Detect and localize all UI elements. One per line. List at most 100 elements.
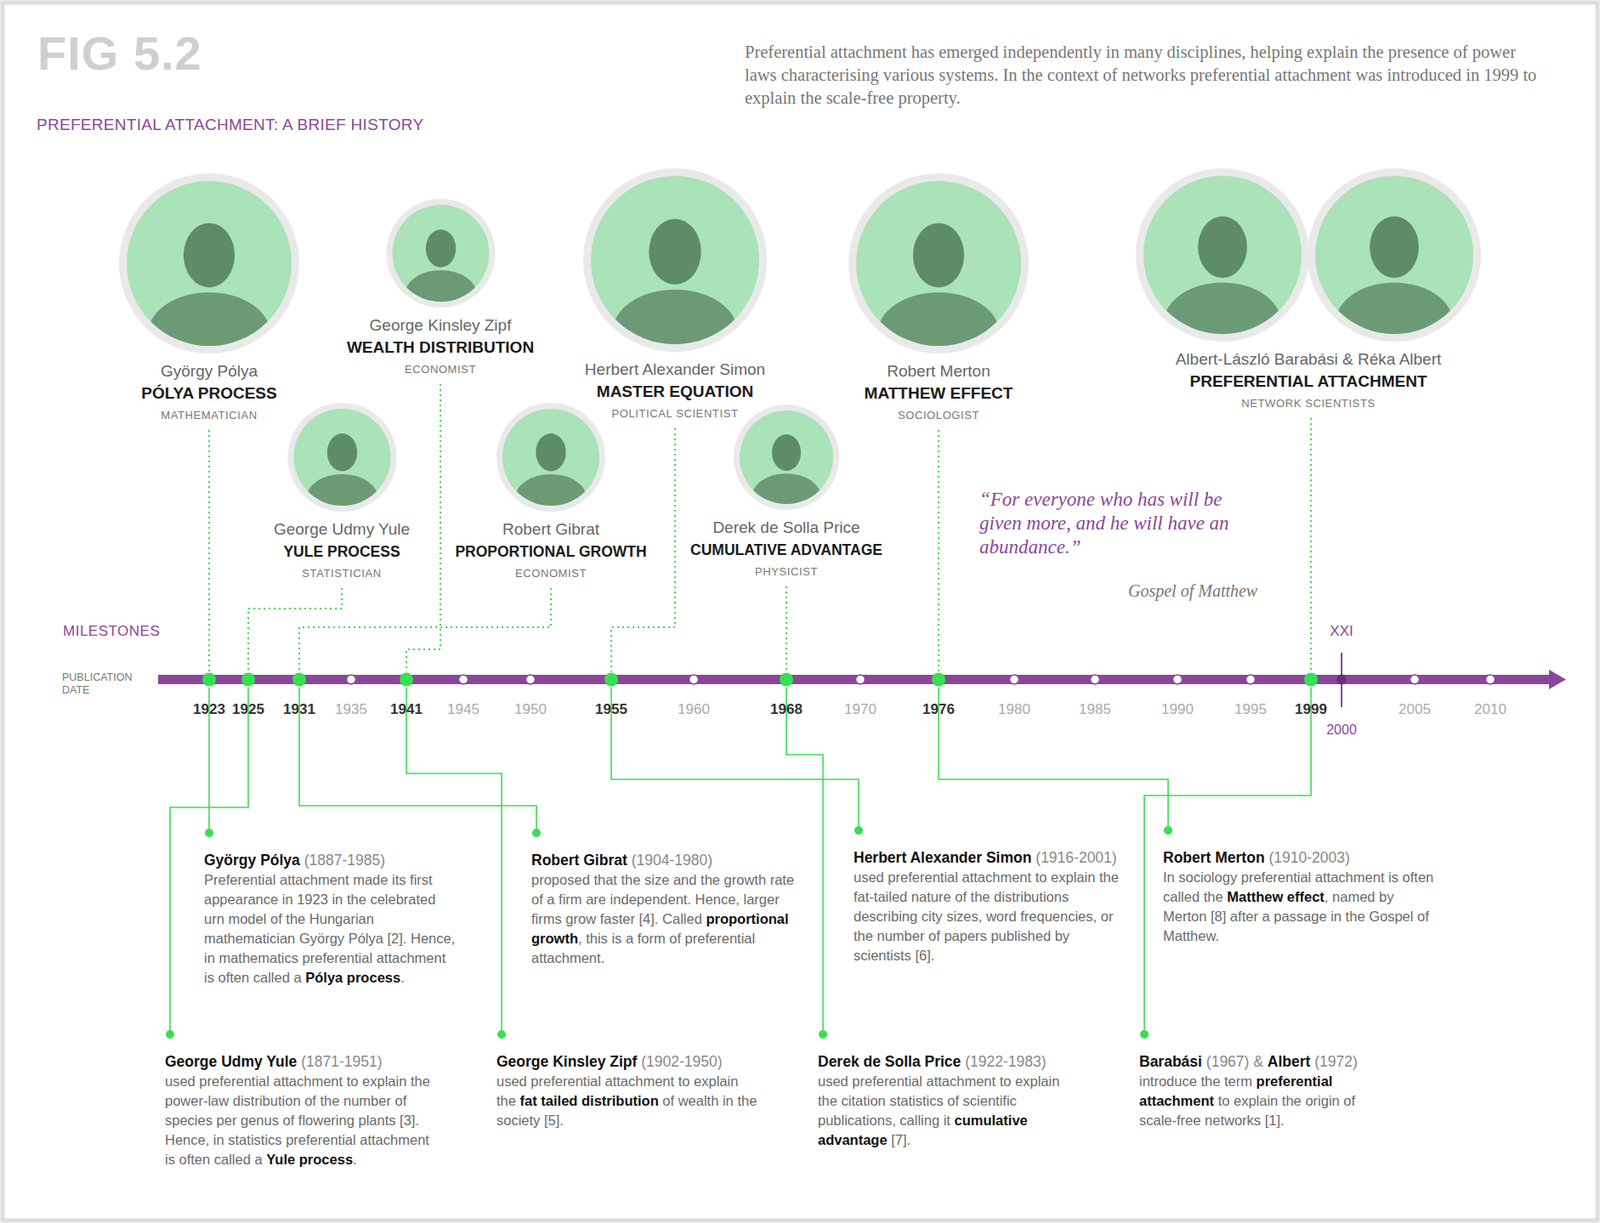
- entry-body: In sociology preferential attachment is …: [1163, 868, 1437, 947]
- entry-heading: Robert Merton(1910-2003): [1163, 847, 1437, 869]
- portrait-shoulders: [877, 292, 1000, 354]
- heading-text: (1871-1951): [300, 1053, 382, 1071]
- solid-leader: [299, 687, 537, 839]
- portrait-shoulders: [751, 473, 821, 511]
- discipline-label: SOCIOLOGIST: [845, 404, 1032, 427]
- portrait-head: [425, 229, 455, 267]
- person-name: György Pólya: [116, 360, 302, 383]
- portrait-figure: [147, 222, 271, 354]
- body-text: used preferential attachment to explain …: [853, 869, 1119, 964]
- body-text: Pólya process: [305, 970, 401, 986]
- solid-leader: [786, 687, 823, 1040]
- year-label: 1945: [447, 701, 480, 719]
- year-label: 1980: [998, 701, 1031, 719]
- entry-heading: Derek de Solla Price(1922-1983): [817, 1051, 1073, 1073]
- portrait-head: [1369, 215, 1419, 279]
- year-label: 2000: [1326, 722, 1357, 738]
- person-name: George Udmy Yule: [271, 518, 414, 541]
- body-text: Yule process: [266, 1151, 353, 1168]
- concept-name: PROPORTIONAL GROWTH: [452, 540, 650, 563]
- quote-text: “For everyone who has will be given more…: [979, 487, 1243, 560]
- discipline-label: POLITICAL SCIENTIST: [580, 402, 770, 426]
- concept-name: MASTER EQUATION: [580, 380, 770, 403]
- entry-heading: Herbert Alexander Simon(1916-2001): [853, 847, 1126, 869]
- body-text: Matthew effect: [1226, 889, 1325, 905]
- year-label: 2005: [1398, 701, 1431, 719]
- person-node: György PólyaPÓLYA PROCESSMATHEMATICIAN: [116, 173, 302, 427]
- end-dot: [1140, 1030, 1149, 1039]
- concept-name: PÓLYA PROCESS: [116, 382, 302, 405]
- discipline-label: ECONOMIST: [344, 358, 538, 381]
- body-text: Preferential attachment made its first a…: [204, 872, 455, 986]
- year-label: 1935: [334, 701, 368, 719]
- dotted-leader: [248, 588, 342, 673]
- portrait-head: [648, 218, 701, 284]
- portrait-figure: [306, 433, 378, 512]
- discipline-label: STATISTICIAN: [271, 562, 414, 585]
- heading-text: Robert Gibrat: [531, 851, 628, 869]
- year-label: 1990: [1161, 701, 1194, 719]
- history-entry: George Kinsley Zipf(1902-1950)used prefe…: [496, 1051, 767, 1131]
- portrait-shoulders: [515, 474, 587, 512]
- year-label: 1950: [514, 701, 547, 719]
- portrait: [344, 198, 538, 308]
- end-dot: [854, 826, 863, 835]
- year-label: 1985: [1078, 701, 1112, 719]
- portrait-shoulders: [612, 289, 738, 352]
- entry-body: used preferential attachment to explain …: [496, 1072, 767, 1131]
- entry-body: used preferential attachment to explain …: [817, 1072, 1073, 1151]
- century-label: XXI: [1329, 623, 1353, 641]
- dotted-leader: [785, 586, 788, 673]
- portrait-figure: [751, 434, 821, 511]
- history-entry: Derek de Solla Price(1922-1983)used pref…: [817, 1051, 1073, 1151]
- portrait-shoulders: [147, 292, 271, 354]
- end-dot: [497, 1030, 506, 1039]
- portrait-figure: [1335, 215, 1453, 342]
- year-label: 1955: [595, 701, 628, 719]
- century-dot: [1336, 675, 1347, 686]
- end-dot: [165, 1030, 175, 1039]
- entry-body: used preferential attachment to explain …: [164, 1072, 436, 1170]
- heading-text: Derek de Solla Price: [817, 1053, 961, 1071]
- heading-text: (1967) &: [1206, 1053, 1264, 1071]
- figure-number: FIG 5.2: [37, 25, 203, 81]
- heading-text: Albert: [1267, 1053, 1311, 1071]
- year-dot: [526, 675, 536, 685]
- portrait-head: [913, 222, 965, 288]
- portrait-head: [183, 222, 235, 288]
- concept-name: PREFERENTIAL ATTACHMENT: [1133, 370, 1484, 393]
- history-entry: György Pólya(1887-1985)Preferential atta…: [204, 850, 460, 988]
- milestone-dot: [399, 673, 414, 687]
- heading-text: (1887-1985): [304, 851, 386, 869]
- portrait-head: [535, 433, 566, 471]
- year-label: 1931: [283, 701, 316, 719]
- timeline-connector: [1140, 418, 1311, 1039]
- year-dot: [1246, 675, 1256, 685]
- end-dot: [532, 828, 541, 838]
- person-name: Robert Gibrat: [452, 518, 650, 541]
- heading-text: Herbert Alexander Simon: [853, 849, 1032, 867]
- figure-title: PREFERENTIAL ATTACHMENT: A BRIEF HISTORY: [36, 115, 424, 135]
- portrait-head: [1197, 215, 1248, 279]
- heading-text: Robert Merton: [1163, 849, 1266, 867]
- milestone-dot: [779, 673, 794, 687]
- year-label: 1925: [232, 701, 265, 719]
- discipline-label: PHYSICIST: [687, 561, 886, 584]
- heading-text: (1922-1983): [964, 1053, 1046, 1071]
- person-name: Albert-László Barabási & Réka Albert: [1133, 348, 1484, 371]
- year-dot: [1090, 675, 1101, 685]
- person-node: George Kinsley ZipfWEALTH DISTRIBUTIONEC…: [344, 198, 538, 381]
- year-dot: [1009, 675, 1020, 685]
- heading-text: Barabási: [1139, 1053, 1203, 1071]
- history-entry: George Udmy Yule(1871-1951)used preferen…: [164, 1051, 436, 1170]
- concept-name: WEALTH DISTRIBUTION: [344, 336, 538, 359]
- year-dot: [1173, 675, 1183, 685]
- body-text: [7].: [890, 1132, 911, 1148]
- year-label: 2010: [1474, 701, 1507, 719]
- portrait: [687, 404, 886, 511]
- quote-source: Gospel of Matthew: [1128, 581, 1258, 602]
- year-dot: [1486, 675, 1496, 685]
- timeline-connector: [204, 430, 214, 838]
- body-text: fat tailed distribution: [520, 1093, 659, 1109]
